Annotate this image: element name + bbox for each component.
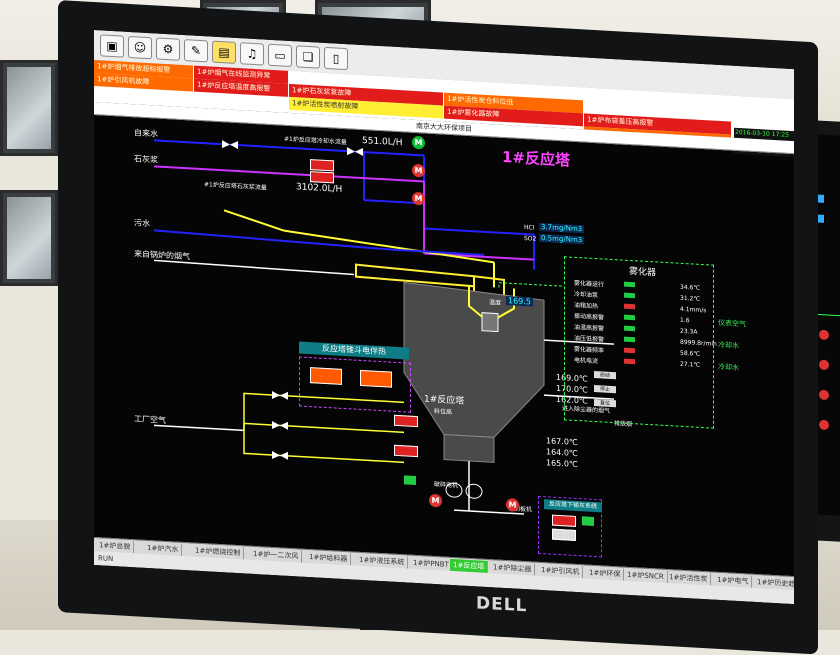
outlet-temp-2: 164.0℃ — [546, 447, 578, 459]
document-icon[interactable]: ▯ — [324, 46, 348, 71]
heater-element-2[interactable] — [360, 369, 392, 388]
atomizer-row: 电机电流 — [574, 356, 599, 366]
atomizer-led — [624, 292, 635, 299]
book-icon[interactable]: ❏ — [296, 45, 320, 69]
atomizer-row: 油温高报警 — [574, 323, 605, 333]
outlet-temp-3: 165.0℃ — [546, 458, 578, 470]
atomizer-led — [624, 347, 635, 354]
ash-system-status — [582, 516, 594, 526]
crusher-motor-icon[interactable]: M — [429, 493, 442, 508]
process-diagram: 1#反应塔 自来水 石灰浆 污水 来自锅炉的烟气 工厂空气 #1炉反应塔冷却水流… — [94, 115, 794, 574]
piping-layer — [153, 139, 614, 515]
lime-pump-button[interactable] — [310, 159, 334, 172]
atomizer-value: 31.2℃ — [680, 294, 701, 303]
atomizer-start-button[interactable]: 启动 — [594, 370, 616, 380]
atomizer-row: 雾化器运行 — [574, 279, 605, 289]
source-lime-label: 石灰浆 — [134, 154, 158, 165]
atomizer-row: 冷却油泵 — [574, 290, 599, 300]
tower-sublabel: 料位高 — [434, 408, 453, 417]
heater-panel — [299, 356, 411, 413]
alarm-icon[interactable]: ▤ — [212, 40, 236, 64]
flow-label-right: 冷却水 — [718, 362, 739, 373]
air-valve-button[interactable] — [394, 414, 418, 428]
pump-motor-icon[interactable]: M — [412, 191, 425, 206]
outlet-temp-1: 167.0℃ — [546, 436, 578, 448]
hmi-screen: ▣ ☺ ⚙ ✎ ▤ ♫ ▭ ❏ ▯ 1#炉烟气排放超标报警 1#炉烟气在线监测异… — [94, 30, 794, 605]
atomizer-led — [624, 314, 635, 321]
atomizer-title: 雾化器 — [629, 266, 657, 279]
air-valve-button[interactable] — [394, 444, 418, 458]
atomizer-row: 振动高报警 — [574, 312, 605, 322]
atomizer-value: 58.6℃ — [680, 349, 701, 358]
conveyor-motor-icon[interactable]: M — [506, 498, 519, 512]
atomizer-led — [624, 336, 635, 343]
source-air-label: 工厂空气 — [134, 414, 166, 426]
source-water-label: 自来水 — [134, 128, 158, 139]
atomizer-led — [624, 325, 635, 332]
background-monitor — [0, 60, 58, 156]
gear-icon[interactable]: ⚙ — [156, 37, 180, 61]
folder-icon[interactable]: ▭ — [268, 43, 292, 68]
main-monitor: DELL ▣ ☺ ⚙ ✎ ▤ ♫ ▭ ❏ ▯ 1#炉烟气排放超标报警 1#炉烟气… — [58, 0, 818, 655]
source-sewage-label: 污水 — [134, 218, 150, 229]
atomizer-value: 27.1℃ — [680, 360, 701, 369]
pen-icon[interactable]: ✎ — [184, 39, 208, 63]
ash-system-button[interactable] — [552, 514, 576, 527]
air-valve-status[interactable] — [404, 475, 416, 486]
dell-logo: DELL — [476, 593, 528, 617]
atomizer-value: 23.3A — [680, 327, 698, 336]
users-icon[interactable]: ☺ — [128, 35, 152, 60]
flow-label-right: 冷却水 — [718, 340, 739, 351]
atomizer-row: 雾化器频率 — [574, 345, 605, 355]
main-title: 1#反应塔 — [502, 147, 571, 170]
background-monitor — [0, 190, 58, 286]
hcl-label: HCl — [524, 224, 535, 232]
bell-icon[interactable]: ♫ — [240, 42, 264, 66]
monitor-icon[interactable]: ▣ — [100, 34, 124, 58]
temp-value: 169.5 — [506, 296, 533, 307]
heater-element-1[interactable] — [310, 367, 342, 385]
crusher-label: 破碎电机 — [434, 481, 459, 490]
atomizer-led — [624, 281, 635, 288]
so2-label: SO2 — [524, 235, 537, 243]
pump-motor-icon[interactable]: M — [412, 163, 425, 178]
atomizer-row: 油压低报警 — [574, 334, 605, 344]
atomizer-value: 1.6 — [680, 316, 690, 325]
temp-label: 温度 — [489, 299, 502, 307]
flow-label-right: 仪表空气 — [718, 318, 746, 329]
atomizer-row: 油箱加热 — [574, 301, 599, 311]
atomizer-reset-button[interactable]: 复位 — [594, 398, 616, 408]
atomizer-led — [624, 303, 635, 310]
atomizer-led — [624, 358, 635, 365]
tower-label: 1#反应塔 — [424, 394, 465, 407]
atomizer-stop-button[interactable]: 停止 — [594, 384, 616, 394]
atomizer-value: 4.1mm/s — [680, 305, 707, 315]
pump-motor-icon[interactable]: M — [412, 135, 425, 150]
ash-system-button[interactable] — [552, 528, 576, 541]
atomizer-value: 34.6℃ — [680, 283, 701, 292]
lime-pump-button[interactable] — [310, 171, 334, 184]
